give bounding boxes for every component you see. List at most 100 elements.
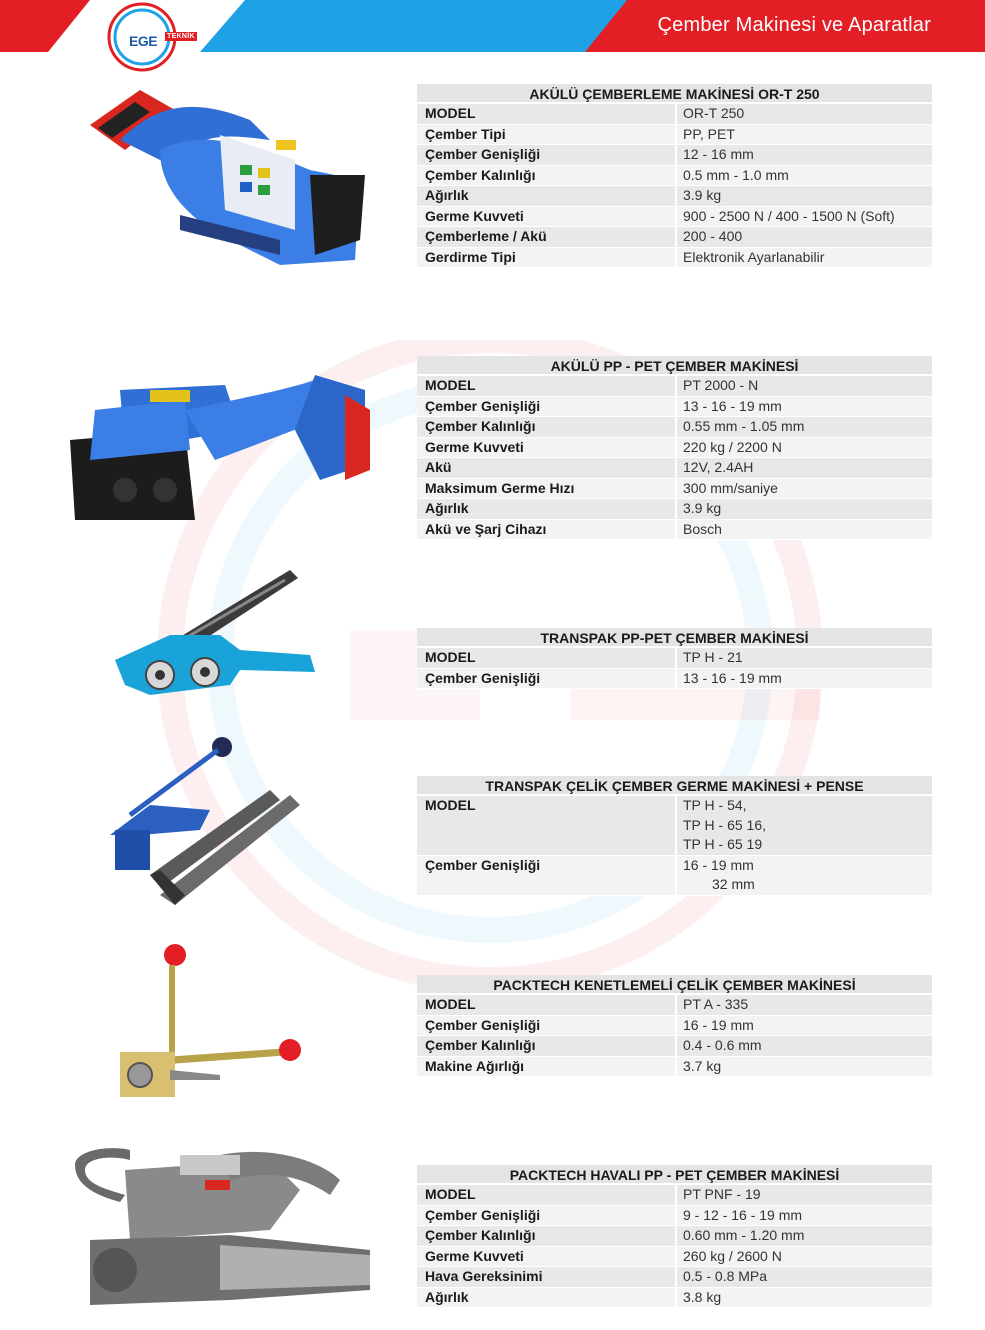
- spec-value: 16 - 19 mm: [675, 1015, 932, 1035]
- spec-value: Bosch: [675, 519, 932, 539]
- spec-key: Çember Kalınlığı: [417, 1226, 675, 1246]
- spec-key: Çember Genişliği: [417, 145, 675, 165]
- spec-table-title: PACKTECH KENETLEMELİ ÇELİK ÇEMBER MAKİNE…: [417, 975, 932, 995]
- spec-table: PACKTECH HAVALI PP - PET ÇEMBER MAKİNESİ…: [417, 1165, 932, 1308]
- spec-value: 3.9 kg: [675, 499, 932, 519]
- spec-value: 13 - 16 - 19 mm: [675, 668, 932, 688]
- spec-key: MODEL: [417, 104, 675, 124]
- spec-key: Çember Kalınlığı: [417, 165, 675, 185]
- spec-value: TP H - 21: [675, 648, 932, 668]
- spec-value: 200 - 400: [675, 227, 932, 247]
- spec-table: AKÜLÜ ÇEMBERLEME MAKİNESİ OR-T 250 MODEL…: [417, 84, 932, 268]
- spec-value: 260 kg / 2600 N: [675, 1246, 932, 1266]
- spec-key: Germe Kuvveti: [417, 1246, 675, 1266]
- spec-key: Çember Genişliği: [417, 1015, 675, 1035]
- spec-key: Çember Kalınlığı: [417, 417, 675, 437]
- spec-table-title: TRANSPAK ÇELİK ÇEMBER GERME MAKİNESİ + P…: [417, 776, 932, 796]
- spec-key: Germe Kuvveti: [417, 437, 675, 457]
- spec-key: Çember Genişliği: [417, 668, 675, 688]
- spec-key: Germe Kuvveti: [417, 206, 675, 226]
- spec-key: Ağırlık: [417, 1287, 675, 1307]
- steel-tensioner-pliers-icon: [110, 737, 300, 905]
- spec-value: 0.4 - 0.6 mm: [675, 1036, 932, 1056]
- spec-key: Çember Kalınlığı: [417, 1036, 675, 1056]
- spec-key: Çember Genişliği: [417, 1205, 675, 1225]
- spec-table: PACKTECH KENETLEMELİ ÇELİK ÇEMBER MAKİNE…: [417, 975, 932, 1077]
- spec-table: TRANSPAK ÇELİK ÇEMBER GERME MAKİNESİ + P…: [417, 776, 932, 896]
- spec-table-title: AKÜLÜ ÇEMBERLEME MAKİNESİ OR-T 250: [417, 84, 932, 104]
- spec-value: PT 2000 - N: [675, 376, 932, 396]
- spec-key: MODEL: [417, 796, 675, 855]
- spec-key: MODEL: [417, 648, 675, 668]
- manual-tensioner-icon: [115, 570, 315, 695]
- header-red-band-right: [585, 0, 985, 52]
- pneumatic-strapping-tool-icon: [75, 1148, 370, 1305]
- logo-text: EGE: [129, 33, 158, 49]
- spec-value: 3.9 kg: [675, 186, 932, 206]
- spec-key: Çember Genişliği: [417, 396, 675, 416]
- spec-key: Çember Genişliği: [417, 855, 675, 895]
- spec-value: 13 - 16 - 19 mm: [675, 396, 932, 416]
- company-logo[interactable]: EGE TEKNİK: [107, 2, 197, 72]
- page-title: Çember Makinesi ve Aparatlar: [657, 14, 931, 36]
- spec-key: MODEL: [417, 376, 675, 396]
- spec-table-title: TRANSPAK PP-PET ÇEMBER MAKİNESİ: [417, 628, 932, 648]
- battery-strapping-tool-icon: [90, 90, 365, 265]
- battery-strapping-tool-icon: [70, 375, 370, 520]
- spec-key: Hava Gereksinimi: [417, 1267, 675, 1287]
- spec-value: 300 mm/saniye: [675, 478, 932, 498]
- spec-value: 0.5 mm - 1.0 mm: [675, 165, 932, 185]
- spec-value: OR-T 250: [675, 104, 932, 124]
- page-header: Çember Makinesi ve Aparatlar: [0, 0, 985, 52]
- spec-value: 0.55 mm - 1.05 mm: [675, 417, 932, 437]
- spec-value: 0.60 mm - 1.20 mm: [675, 1226, 932, 1246]
- spec-value: 3.8 kg: [675, 1287, 932, 1307]
- spec-key: Ağırlık: [417, 186, 675, 206]
- spec-key: Akü ve Şarj Cihazı: [417, 519, 675, 539]
- spec-key: Çember Tipi: [417, 124, 675, 144]
- logo-rings-icon: [107, 2, 177, 72]
- spec-table-title: AKÜLÜ PP - PET ÇEMBER MAKİNESİ: [417, 356, 932, 376]
- lever-sealer-icon: [120, 944, 301, 1097]
- spec-value: TP H - 54,TP H - 65 16,TP H - 65 19: [675, 796, 932, 855]
- spec-value: PP, PET: [675, 124, 932, 144]
- header-red-band-left: [0, 0, 90, 52]
- spec-table-title: PACKTECH HAVALI PP - PET ÇEMBER MAKİNESİ: [417, 1165, 932, 1185]
- spec-key: Gerdirme Tipi: [417, 247, 675, 267]
- spec-value: Elektronik Ayarlanabilir: [675, 247, 932, 267]
- spec-value: 3.7 kg: [675, 1056, 932, 1076]
- spec-value: 12V, 2.4AH: [675, 458, 932, 478]
- spec-value: PT A - 335: [675, 995, 932, 1015]
